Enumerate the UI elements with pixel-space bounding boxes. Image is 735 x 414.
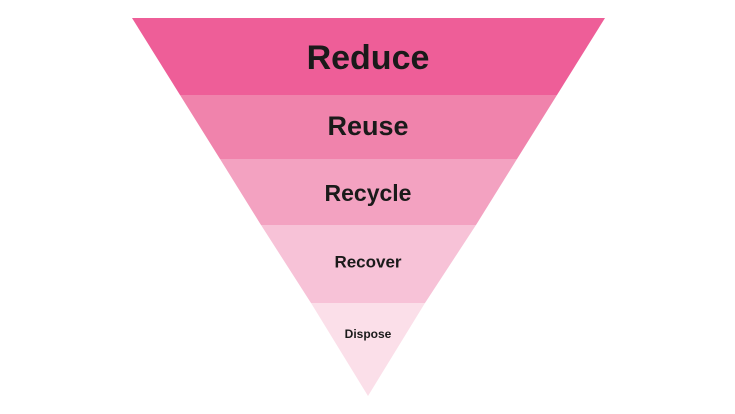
tier-recycle-label: Recycle — [325, 180, 412, 206]
tier-reduce-band — [132, 18, 605, 95]
tier-reduce-label: Reduce — [307, 39, 430, 77]
tier-dispose-band — [311, 303, 425, 396]
tier-recycle-band — [220, 159, 517, 225]
tier-reuse-label: Reuse — [327, 111, 408, 141]
tier-recover-label: Recover — [334, 253, 401, 272]
tier-recover-band — [261, 225, 476, 303]
tier-dispose-label: Dispose — [345, 327, 392, 341]
tier-reuse-band — [180, 95, 557, 159]
